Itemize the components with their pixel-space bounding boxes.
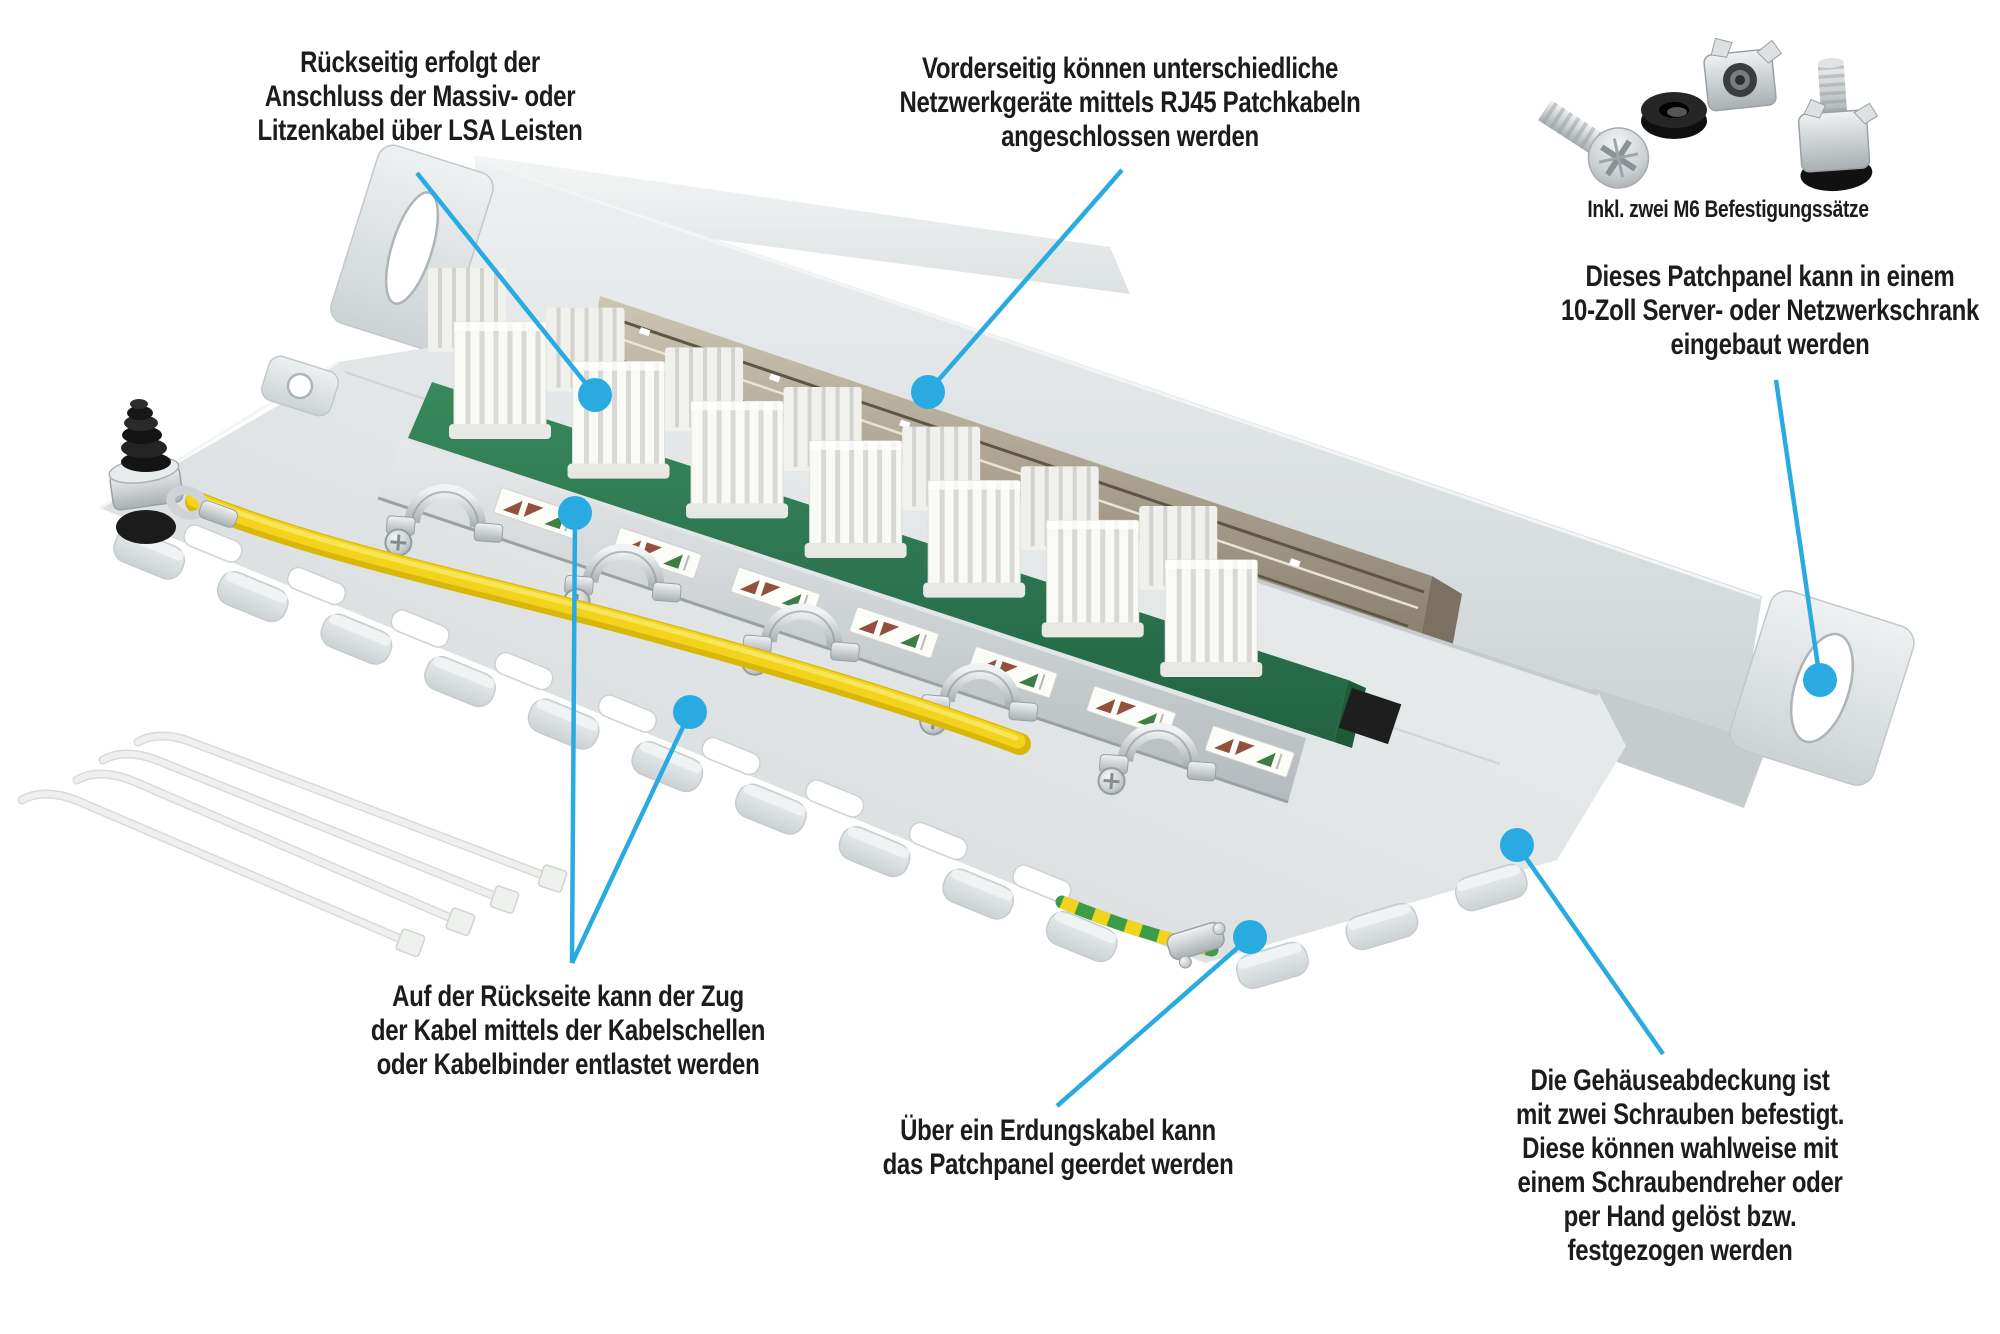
annotation-line: angeschlossen werden: [1001, 120, 1259, 153]
m6-fixing-kit: [1538, 37, 1879, 192]
right-side-wall: [1592, 688, 1768, 808]
annotation-line: Rückseitig erfolgt der: [300, 46, 540, 79]
earth-wire-clamp: [1166, 921, 1226, 969]
annotation-line: 10-Zoll Server- oder Netzwerkschrank: [1561, 294, 1979, 327]
callout-dot-cover-screws: [1500, 828, 1534, 862]
callout-dot-lsa-rear: [578, 378, 612, 412]
cage-nut-icon: [1703, 37, 1783, 112]
callout-leaders: [415, 168, 1837, 1108]
callout-dot-strain-relief: [558, 496, 592, 530]
cable-tie-2: [489, 885, 520, 914]
leader-line-rack-mount: [1773, 379, 1823, 681]
cable-tie-4: [19, 791, 406, 943]
annotation-line: eingebaut werden: [1670, 328, 1870, 361]
leader-line-rj45-front: [926, 168, 1124, 394]
annotation-line: per Hand gelöst bzw.: [1563, 1200, 1797, 1233]
leader-line-cover-screws: [1515, 843, 1665, 1056]
leader-line-strain-relief: [569, 512, 578, 964]
cable-tie-1: [537, 864, 568, 893]
annotation-line: Litzenkabel über LSA Leisten: [257, 114, 583, 147]
annotation-line: der Kabel mittels der Kabelschellen: [370, 1014, 766, 1047]
ground-cable-yellow: [185, 491, 1031, 755]
cable-tie-2: [100, 751, 500, 900]
cable-tie-1: [135, 733, 548, 879]
leader-line-strain-relief: [569, 711, 693, 964]
annotation-line: Netzwerkgeräte mittels RJ45 Patchkabeln: [899, 86, 1361, 119]
annotation-line: festgezogen werden: [1567, 1234, 1793, 1267]
annotation-line: Anschluss der Massiv- oder: [264, 80, 576, 113]
left-ear-slot-hole: [384, 191, 440, 305]
annotation-line: Die Gehäuseabdeckung ist: [1530, 1064, 1830, 1097]
cable-tie-3: [445, 907, 476, 937]
cable-ties: [17, 731, 568, 958]
plastic-washer-icon: [1641, 92, 1707, 139]
annotation-line: oder Kabelbinder entlastet werden: [376, 1048, 760, 1081]
annotation-line: das Patchpanel geerdet werden: [882, 1148, 1234, 1181]
callout-dot-strain-relief: [673, 695, 707, 729]
annotation-line: einem Schraubendreher oder: [1517, 1166, 1843, 1199]
tray-edge-tab-hole: [261, 355, 339, 417]
annotation-line: Inkl. zwei M6 Befestigungssätze: [1587, 196, 1869, 223]
pcb-black-component: [1338, 687, 1402, 745]
annotation-line: mit zwei Schrauben befestigt.: [1515, 1098, 1845, 1131]
leader-line-lsa-rear: [415, 171, 597, 397]
annotation-m6-kit: Inkl. zwei M6 Befestigungssätze: [1587, 196, 1869, 223]
annotation-line: Diese können wahlweise mit: [1522, 1132, 1838, 1165]
callout-dot-grounding: [1233, 920, 1267, 954]
annotation-line: Auf der Rückseite kann der Zug: [392, 980, 744, 1013]
m6-screw-icon: [1538, 99, 1650, 189]
callout-dot-rack-mount: [1803, 663, 1837, 697]
annotation-line: Vorderseitig können unterschiedliche: [921, 52, 1339, 85]
ring-terminal: [166, 485, 239, 528]
grounding-screw: [108, 399, 239, 544]
callout-dot-rj45-front: [911, 375, 945, 409]
earth-wire-green-yellow: [1055, 895, 1226, 969]
panel-top-flange: [473, 155, 1130, 294]
assembled-fixing-set-icon: [1797, 57, 1879, 192]
annotation-line: Dieses Patchpanel kann in einem: [1585, 260, 1955, 293]
cable-tie-3: [74, 771, 456, 922]
annotation-line: Über ein Erdungskabel kann: [900, 1114, 1216, 1147]
leader-line-grounding: [1055, 935, 1252, 1108]
cable-tie-4: [395, 928, 426, 958]
